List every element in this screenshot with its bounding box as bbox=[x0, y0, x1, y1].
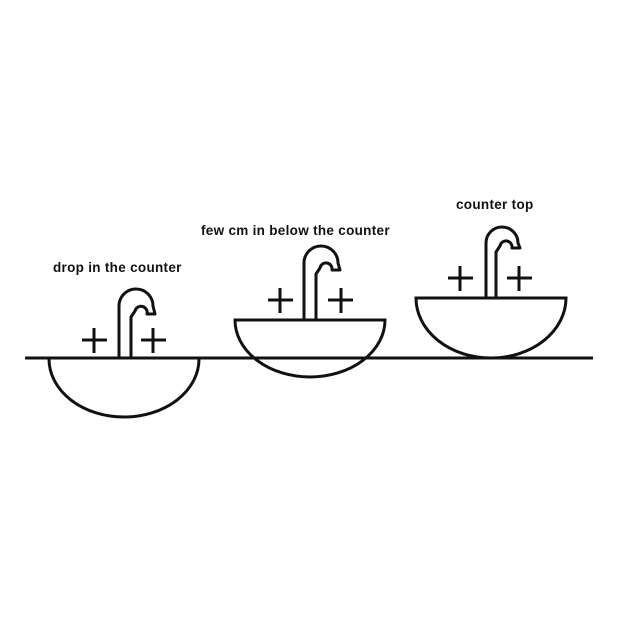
label-drop-in: drop in the counter bbox=[53, 260, 182, 275]
handle-left-icon bbox=[448, 266, 473, 291]
handle-left-icon bbox=[82, 328, 107, 353]
faucet-icon bbox=[302, 244, 342, 319]
handle-right-icon bbox=[141, 328, 166, 353]
label-counter-top: counter top bbox=[456, 197, 534, 212]
basin-icon bbox=[414, 296, 568, 360]
faucet-icon bbox=[117, 287, 157, 357]
basin-icon bbox=[47, 358, 201, 419]
handle-right-icon bbox=[328, 288, 353, 313]
faucet-icon bbox=[484, 225, 522, 297]
label-few-cm-below: few cm in below the counter bbox=[201, 223, 390, 238]
handle-left-icon bbox=[268, 288, 293, 313]
basin-icon bbox=[233, 318, 387, 379]
sink-few-cm-below bbox=[233, 244, 387, 379]
sink-drop-in bbox=[47, 287, 201, 419]
handle-right-icon bbox=[507, 266, 532, 291]
sink-counter-top bbox=[414, 225, 568, 360]
